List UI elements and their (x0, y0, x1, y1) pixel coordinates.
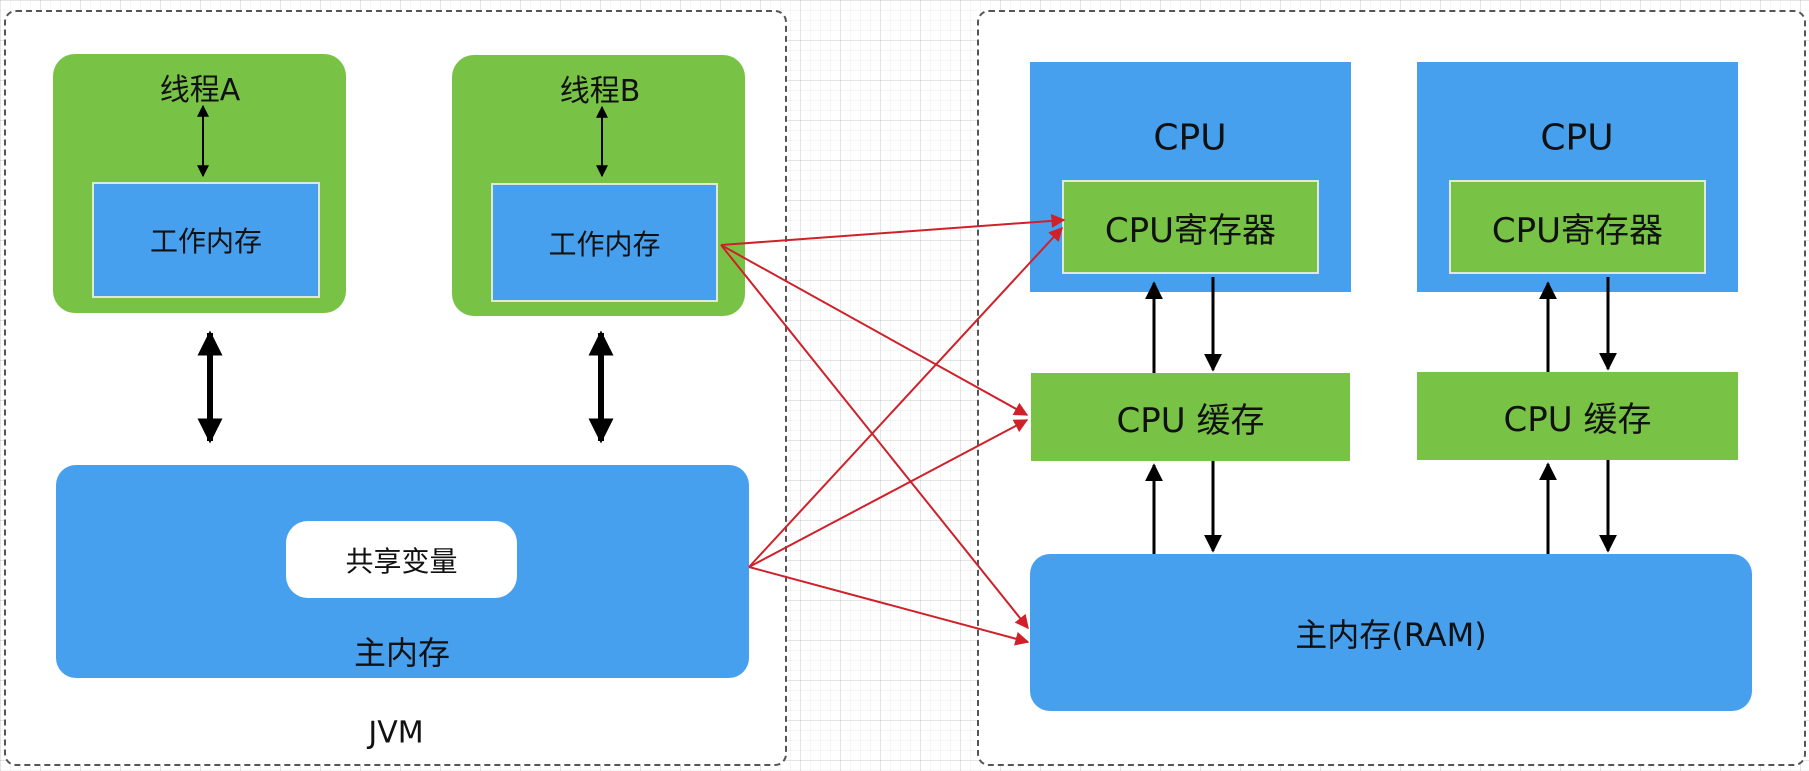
cpu-2-register: CPU寄存器 (1449, 180, 1706, 274)
thread-a-working-memory-label: 工作内存 (149, 225, 262, 258)
ram-box: 主内存(RAM) (1030, 554, 1752, 711)
cpu-1-cache: CPU 缓存 (1031, 373, 1350, 461)
cpu-1-cache-label: CPU 缓存 (1116, 400, 1265, 441)
jvm-label: JVM (368, 715, 424, 751)
shared-variable-label: 共享变量 (345, 544, 458, 578)
cpu-1-register-label: CPU寄存器 (1104, 210, 1277, 251)
thread-b-working-memory: 工作内存 (491, 183, 718, 302)
jvm-main-memory-label: 主内存 (353, 634, 451, 672)
cpu-2-label: CPU (1540, 117, 1614, 159)
cpu-2-register-label: CPU寄存器 (1491, 210, 1664, 251)
thread-b-label: 线程B (559, 74, 641, 109)
ram-label: 主内存(RAM) (1295, 615, 1487, 654)
thread-a-working-memory: 工作内存 (92, 182, 320, 298)
thread-a-label: 线程A (159, 73, 241, 108)
cpu-1-register: CPU寄存器 (1062, 180, 1319, 274)
thread-b-working-memory-label: 工作内存 (548, 227, 661, 261)
cpu-1-label: CPU (1153, 117, 1227, 159)
cpu-2-cache: CPU 缓存 (1417, 372, 1738, 460)
shared-variable-box: 共享变量 (286, 521, 517, 598)
cpu-2-cache-label: CPU 缓存 (1503, 399, 1652, 440)
